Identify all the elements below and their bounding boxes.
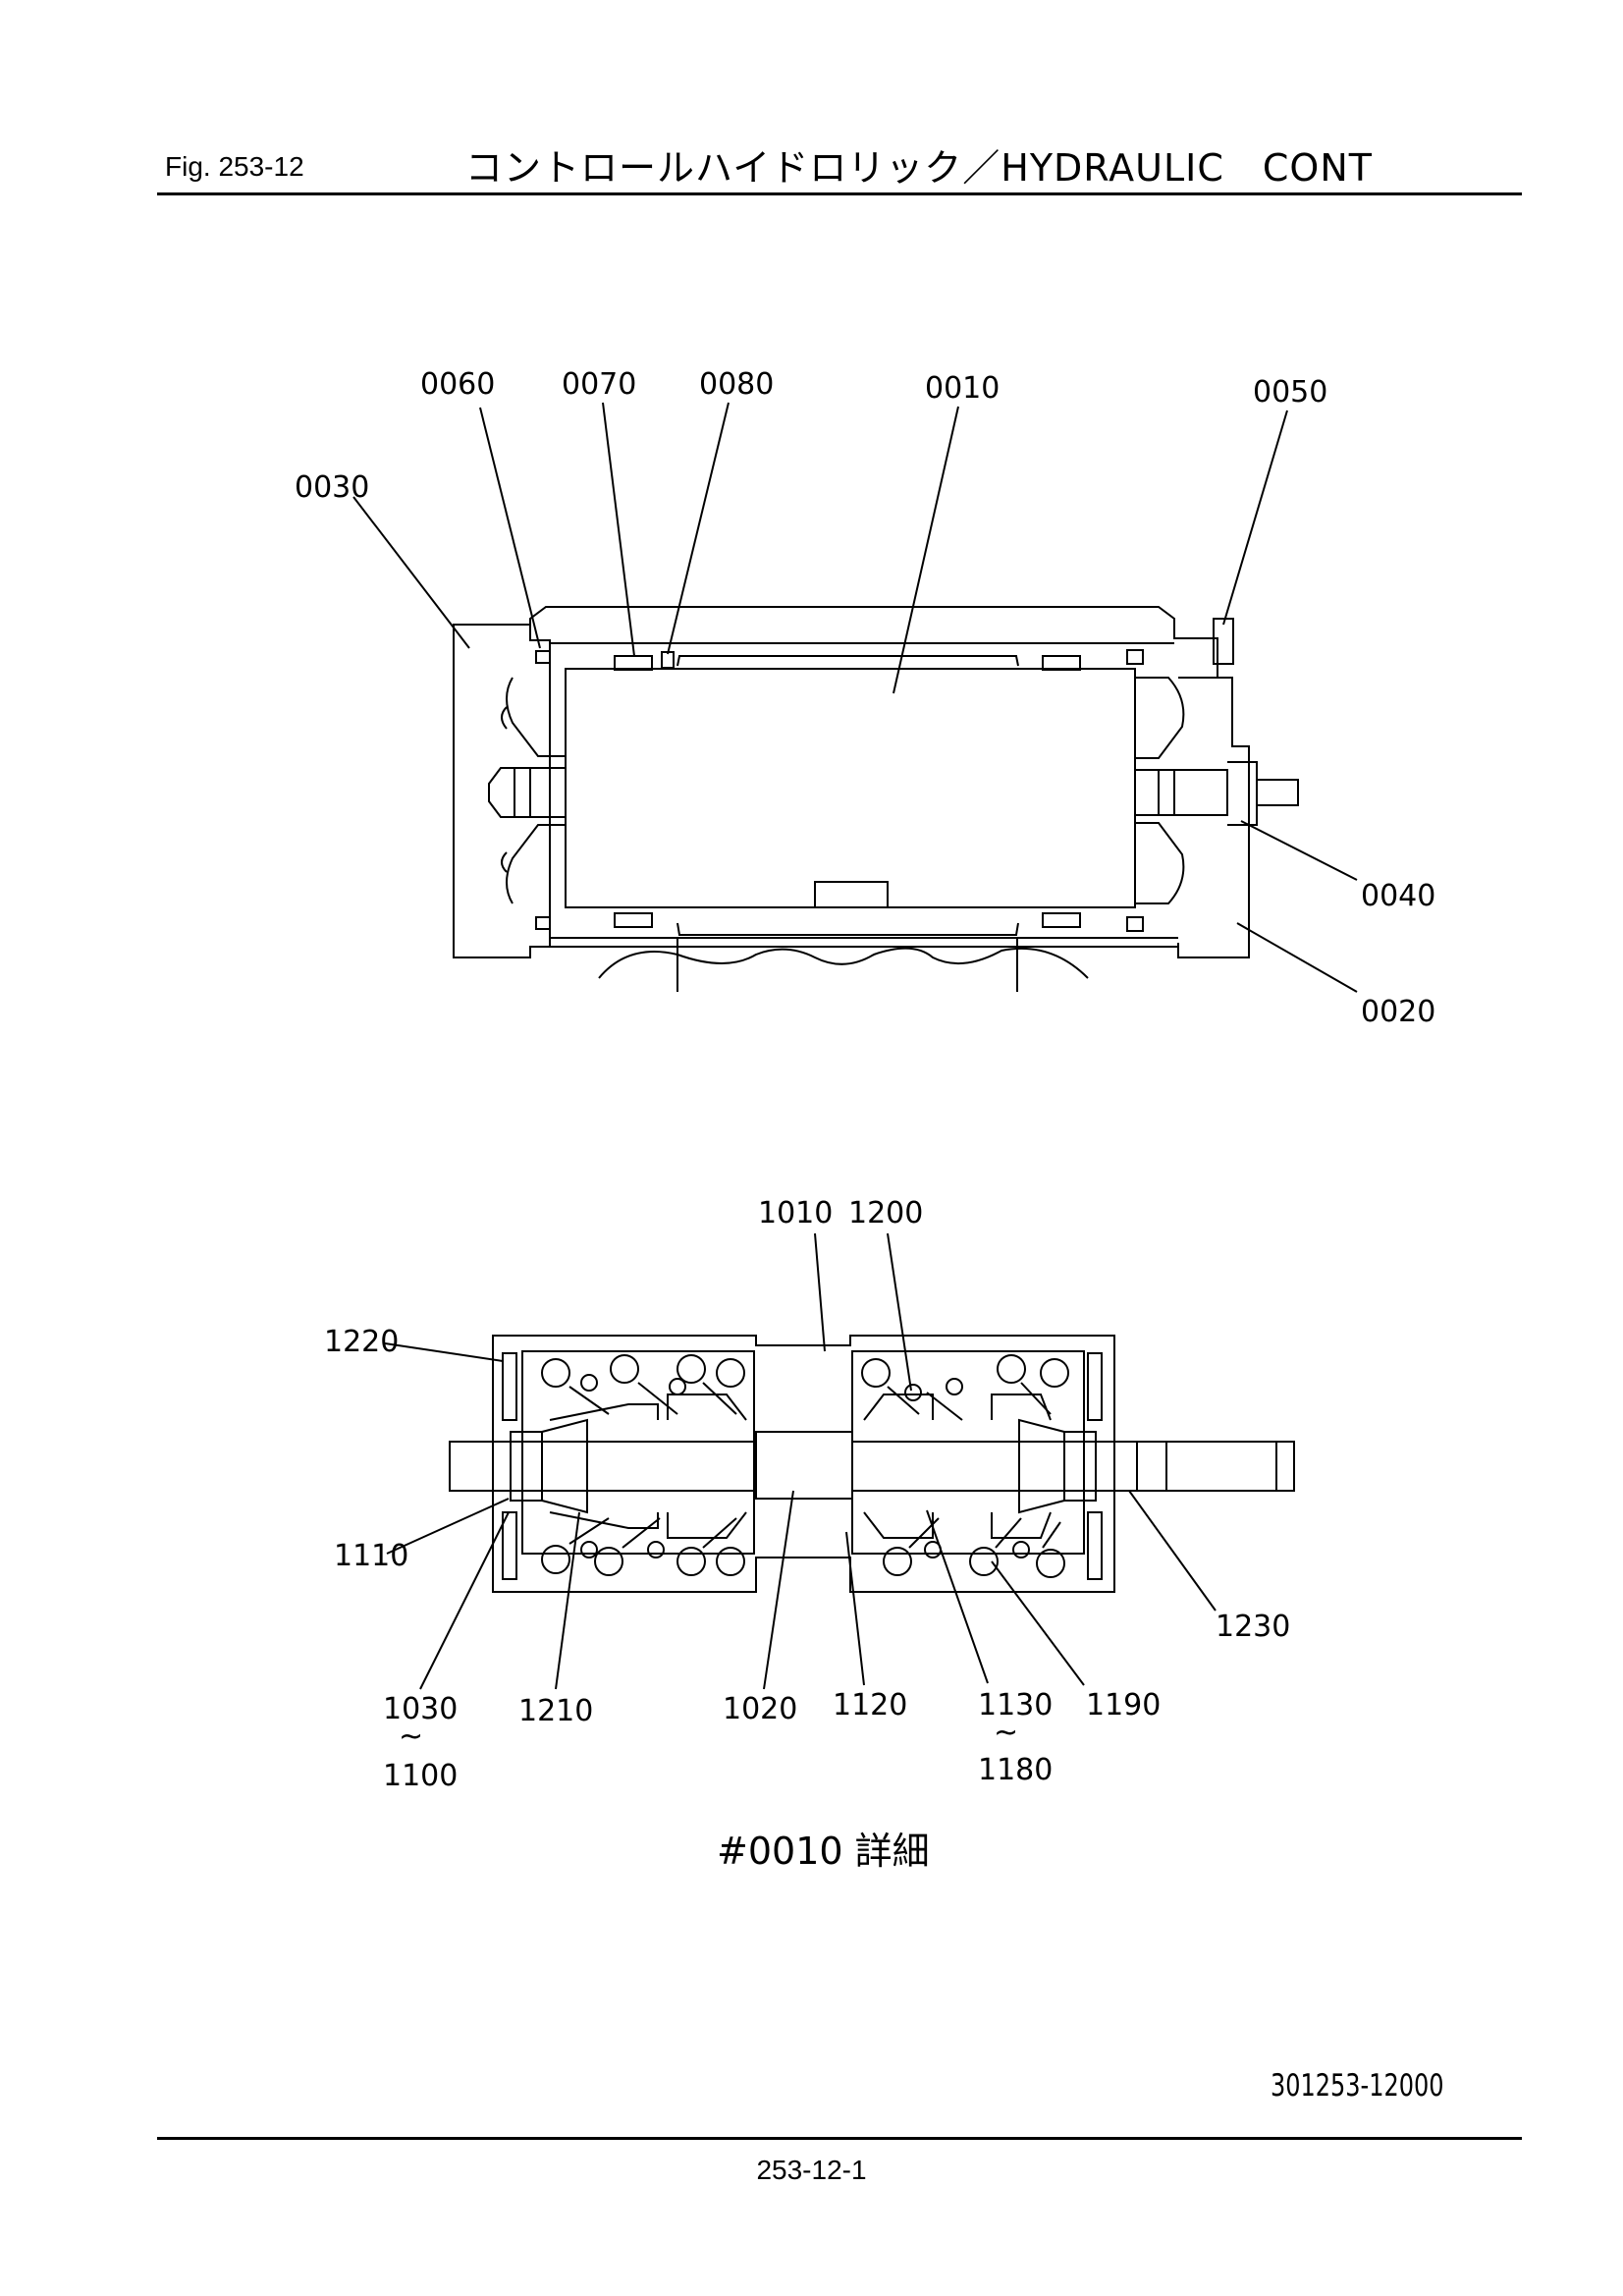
callout-label: 1180	[978, 1753, 1053, 1787]
callout-label: 1230	[1216, 1610, 1290, 1644]
upper-assembly	[352, 402, 1358, 993]
callout-label: 0040	[1361, 879, 1435, 913]
callout-label: 0010	[925, 371, 1000, 406]
callout-label: 1020	[723, 1692, 797, 1726]
header-rule	[157, 192, 1522, 195]
callout-label: 1030	[383, 1692, 458, 1726]
figure-number: Fig. 253-12	[165, 151, 304, 182]
callout-label: 1190	[1086, 1688, 1161, 1722]
detail-assembly	[384, 1232, 1295, 1690]
callout-label: 0020	[1361, 995, 1435, 1029]
range-mark: ~	[994, 1716, 1018, 1750]
callout-label: 0030	[295, 470, 369, 505]
callout-label: 1130	[978, 1688, 1053, 1722]
detail-caption: #0010 詳細	[717, 1830, 930, 1873]
callout-label: 1010	[758, 1196, 833, 1230]
callout-label: 0070	[562, 367, 636, 402]
drawing-number: 301253-12000	[1271, 2068, 1444, 2104]
callout-label: 0060	[420, 367, 495, 402]
footer-rule	[157, 2137, 1522, 2140]
callout-label: 0050	[1253, 375, 1327, 410]
callout-label: 1110	[334, 1539, 408, 1573]
range-mark: ~	[399, 1720, 423, 1754]
callout-label: 0080	[699, 367, 774, 402]
callout-label: 1210	[518, 1694, 593, 1728]
callout-label: 1220	[324, 1325, 399, 1359]
page-number: 253-12-1	[756, 2155, 867, 2185]
callout-label: 1120	[833, 1688, 907, 1722]
figure-title: コントロールハイドロリック／HYDRAULIC CONT	[465, 146, 1373, 190]
callout-label: 1200	[848, 1196, 923, 1230]
callout-label: 1100	[383, 1759, 458, 1793]
